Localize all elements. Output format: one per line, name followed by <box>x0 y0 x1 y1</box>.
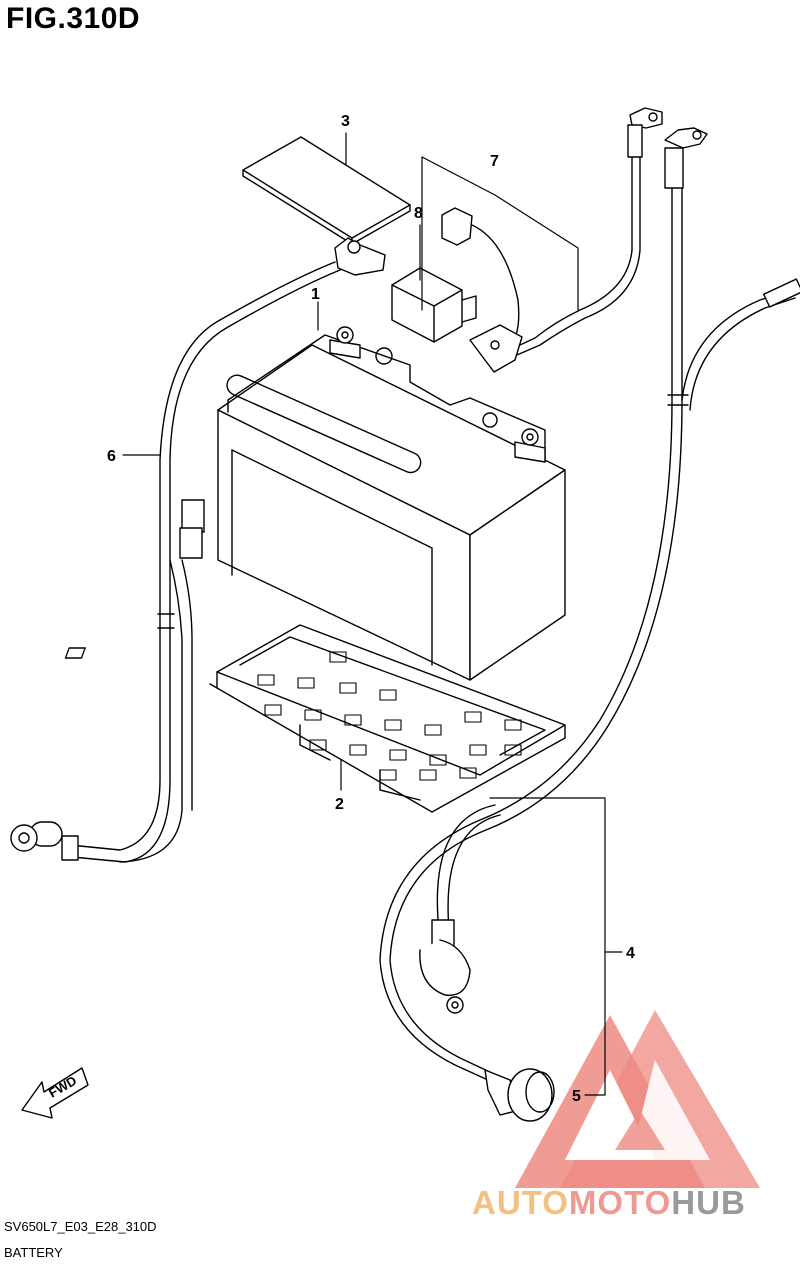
part-6-negative-cable <box>10 237 386 863</box>
watermark-part-auto: AUTO <box>472 1184 569 1221</box>
part-2-battery-tray <box>64 624 566 813</box>
callout-4: 4 <box>626 945 635 962</box>
watermark-part-hub: HUB <box>671 1184 746 1221</box>
part-7-positive-cable <box>469 107 663 373</box>
figure-title: FIG.310D <box>6 2 141 35</box>
watermark-logo-icon <box>515 1010 760 1188</box>
watermark-text: AUTOMOTOHUB <box>472 1183 746 1223</box>
part-1-battery <box>217 326 566 681</box>
model-code: SV650L7_E03_E28_310D <box>4 1219 157 1234</box>
part-3-battery-pad <box>242 136 411 245</box>
callout-8: 8 <box>414 205 423 222</box>
part-4-ground-cable <box>379 127 800 1122</box>
callout-2: 2 <box>335 796 344 813</box>
callout-1: 1 <box>311 286 320 303</box>
callout-labels: 3 7 8 1 6 2 4 5 <box>107 113 635 1105</box>
callout-3: 3 <box>341 113 350 130</box>
figure-caption: BATTERY <box>4 1245 63 1260</box>
watermark-part-moto: MOTO <box>568 1184 672 1221</box>
tray-slots <box>257 651 522 781</box>
callout-5: 5 <box>572 1088 581 1105</box>
terminal-negative <box>514 428 546 463</box>
forward-arrow-icon: FWD <box>21 1067 89 1119</box>
part-8-fuse-box <box>391 207 520 351</box>
callout-6: 6 <box>107 448 116 465</box>
leader-lines <box>122 132 623 1096</box>
terminal-positive <box>329 326 361 359</box>
callout-7: 7 <box>490 153 499 170</box>
